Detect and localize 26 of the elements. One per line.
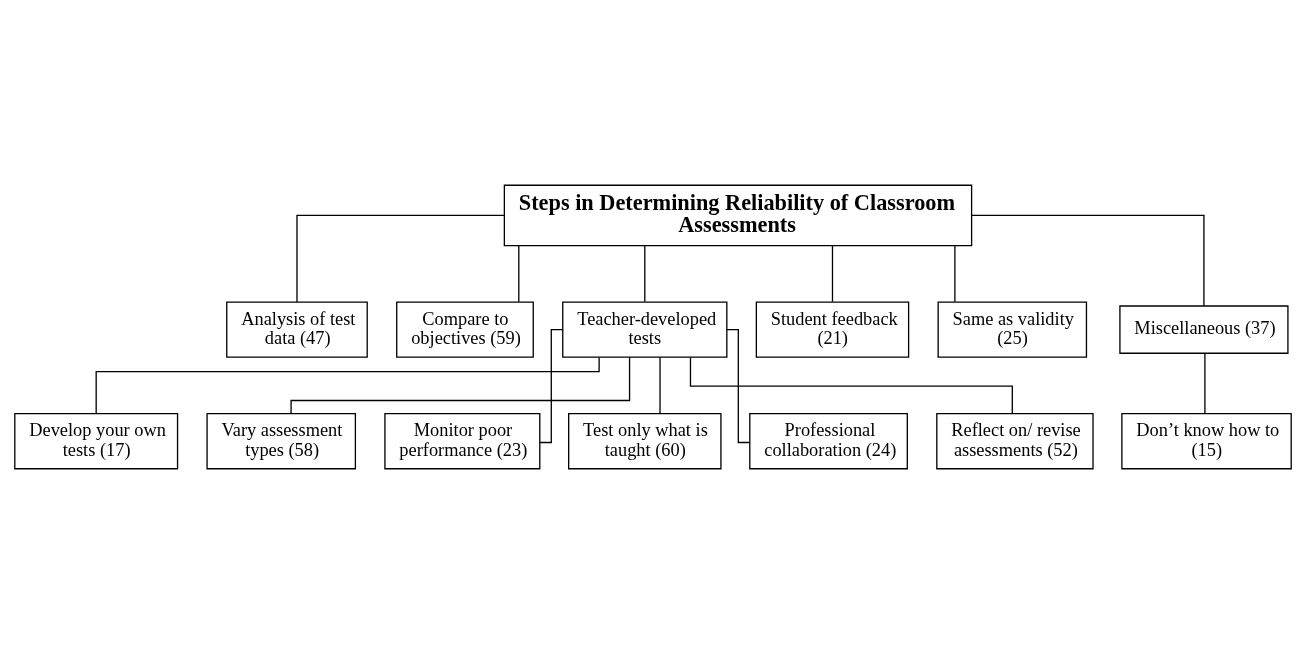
connector xyxy=(726,328,751,443)
connector xyxy=(1204,352,1206,414)
node-box: Test only what is taught (60) xyxy=(568,412,722,469)
node-box: Teacher-developed tests xyxy=(562,300,728,358)
node-box: Analysis of test data (47) xyxy=(226,300,368,358)
connector xyxy=(518,244,520,302)
connector xyxy=(971,214,1205,307)
node-box: Student feedback (21) xyxy=(755,300,910,358)
node-box: Reflect on/ revise assessments (52) xyxy=(936,412,1094,469)
connector xyxy=(539,328,564,443)
connector xyxy=(659,356,661,414)
node-box: Miscellaneous (37) xyxy=(1119,304,1289,354)
connector xyxy=(689,356,1013,414)
connector xyxy=(290,356,631,414)
node-box: Steps in Determining Reliability of Classroom Assessments xyxy=(503,184,973,246)
node-box: Professional collaboration (24) xyxy=(749,412,908,469)
node-box: Vary assessment types (58) xyxy=(206,412,357,469)
connector xyxy=(644,244,646,302)
node-box: Don’t know how to (15) xyxy=(1121,412,1292,469)
node-box: Compare to objectives (59) xyxy=(396,300,534,358)
node-box: Monitor poor performance (23) xyxy=(384,412,541,469)
connector xyxy=(831,244,834,302)
node-box: Same as validity (25) xyxy=(937,300,1088,358)
connector xyxy=(296,214,505,303)
connector xyxy=(954,244,956,302)
node-box: Develop your own tests (17) xyxy=(14,412,179,469)
